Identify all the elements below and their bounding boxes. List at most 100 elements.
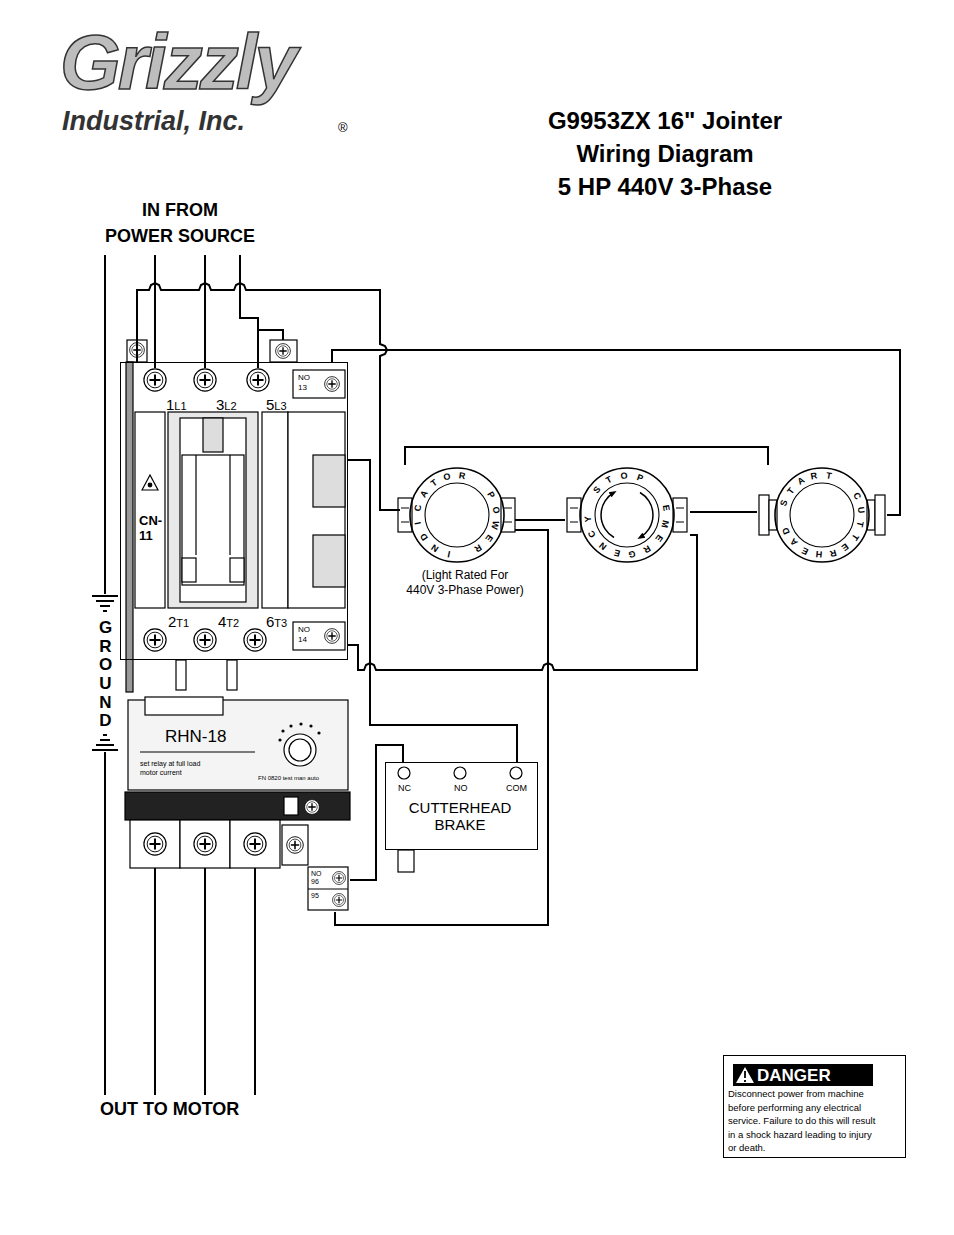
text-line: 5 HP 440V 3-Phase [500, 170, 830, 203]
overload-relay-body [308, 867, 348, 910]
terminal-screw [194, 833, 216, 855]
text-line: 11 [139, 528, 162, 543]
arc-letter: G [628, 548, 636, 559]
text-line: G9953ZX 16" Jointer [500, 104, 830, 137]
arc-letter: R [810, 471, 818, 482]
switch-outer-ring [775, 468, 869, 562]
text-line: BRAKE [386, 816, 534, 833]
text-line: or death. [728, 1141, 875, 1155]
node-text: CN- 11 [139, 513, 162, 543]
overload-relay-body [140, 751, 255, 752]
overload-relay-body [289, 739, 311, 761]
arc-letter: A [417, 489, 429, 500]
rotation-arrow [601, 493, 614, 538]
contactor-body [262, 412, 288, 608]
overload-relay-body [130, 820, 180, 868]
brake-terminal [510, 767, 522, 779]
registered-mark: ® [338, 120, 348, 135]
start-switch: CUTTERHEAD START [757, 465, 887, 565]
contactor-body [126, 362, 133, 692]
ground-wire [92, 255, 118, 1095]
node-text: CUTTERHEAD START [757, 465, 887, 565]
ground-label: GROUND [97, 619, 114, 731]
node-text: NO 14 [298, 625, 310, 645]
arc-letter: N [597, 540, 608, 552]
arc-letter: A [788, 537, 800, 549]
ground-wire [92, 735, 118, 750]
arc-letter: D [418, 531, 430, 542]
terminal-screw [244, 629, 266, 651]
contactor-body [270, 340, 297, 362]
text-line: IN FROM [90, 197, 270, 223]
switch-inner-ring [425, 483, 489, 547]
contactor-body [168, 412, 258, 608]
contactor-body [313, 535, 345, 587]
node-text: 2T1 [168, 613, 189, 630]
switch-clamp [673, 498, 687, 532]
contactor-body [313, 455, 345, 507]
wire [405, 447, 768, 465]
overload-relay-body [176, 660, 186, 690]
wire [515, 519, 565, 521]
overload-relay-body [227, 660, 237, 690]
switch-outer-ring [410, 468, 504, 562]
overload-relay-body [282, 825, 308, 865]
contactor-body [182, 455, 244, 585]
motor-wire [155, 857, 255, 1095]
text-line: CUTTERHEAD [386, 799, 534, 816]
contactor: CN- 111L13L25L3NO 132T14T26T3NO 14 [120, 362, 348, 660]
brake-terminal [454, 767, 466, 779]
arc-letter [462, 549, 466, 560]
terminal-screw [305, 800, 320, 815]
danger-notice: DANGERDisconnect power from machine befo… [723, 1055, 906, 1158]
text-line: NO [298, 373, 310, 383]
arc-letter: E [840, 541, 851, 553]
terminal-screw [325, 629, 340, 644]
terminal-screw [287, 837, 304, 854]
motor-output-label: OUT TO MOTOR [100, 1098, 239, 1120]
wire [348, 460, 517, 762]
text-line: service. Failure to do this will result [728, 1114, 875, 1128]
switch-inner-ring [595, 483, 659, 547]
arc-letter: E [613, 547, 621, 559]
overload-relay-body [310, 725, 312, 727]
node-text: NO 96 [311, 870, 322, 886]
brake-terminal [398, 850, 414, 872]
brake-terminal [398, 767, 410, 779]
arc-letter: S [591, 484, 603, 495]
overload-relay-body [284, 797, 298, 815]
overload-relay-body [318, 732, 320, 734]
arc-letter: O [443, 471, 452, 483]
node-text: NC [398, 783, 411, 793]
overload-relay-body [290, 725, 292, 727]
arc-letter: C [851, 491, 863, 502]
node-text: FN 0820 test man auto [258, 775, 319, 782]
wire [137, 283, 400, 510]
arc-letter: T [429, 477, 440, 489]
arc-letter: R [642, 543, 653, 555]
light-rating-note: (Light Rated For 440V 3-Phase Power) [385, 568, 545, 598]
terminal-screw [194, 629, 216, 651]
emergency-stop-switch: EMERGENCY STOP [565, 465, 690, 565]
text-line: motor current [140, 769, 200, 778]
node-text: NO 13 [298, 373, 310, 393]
arc-letter: E [483, 533, 495, 544]
wire [335, 530, 548, 925]
terminal-screw [247, 369, 269, 391]
arc-letter: C [412, 504, 423, 512]
logo-subtitle: Industrial, Inc. [62, 106, 245, 136]
node-text: NO [454, 783, 468, 793]
arc-letter: A [796, 475, 807, 487]
switch-clamp [567, 498, 581, 532]
power-indicator-light: POWER INDICATOR [400, 465, 515, 565]
contactor-body [293, 622, 345, 650]
switch-outline [400, 465, 515, 565]
contactor-body [180, 418, 246, 602]
node-text: COM [506, 783, 527, 793]
rotation-arrow [601, 493, 653, 538]
contactor-body [288, 412, 345, 608]
wire [690, 511, 757, 513]
motor-wire [155, 857, 255, 1095]
